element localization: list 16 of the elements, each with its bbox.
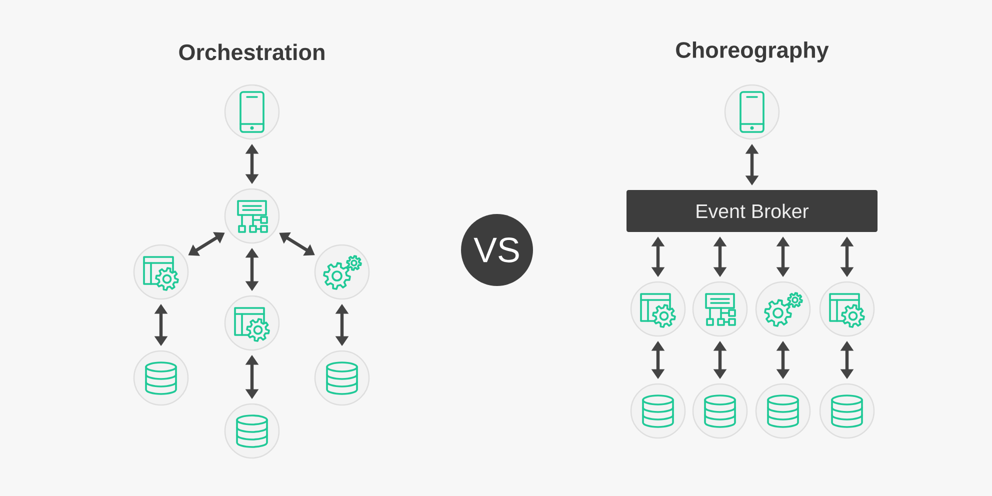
icon-circle xyxy=(133,350,189,406)
icon-circle xyxy=(224,84,280,140)
icon-circle xyxy=(755,383,811,439)
icon-circle xyxy=(819,383,875,439)
icon-circle xyxy=(630,383,686,439)
heading: Choreography xyxy=(676,41,829,63)
icon-circle xyxy=(724,84,780,140)
icon-circle xyxy=(755,281,811,337)
icon-circle xyxy=(692,383,748,439)
icon-circle xyxy=(224,188,280,244)
icon-circle xyxy=(314,350,370,406)
broker-bar: Event Broker xyxy=(626,190,878,232)
heading: Orchestration xyxy=(179,44,324,60)
icon-circle xyxy=(692,281,748,337)
icon-circle xyxy=(314,244,370,300)
icon-circle xyxy=(224,403,280,459)
